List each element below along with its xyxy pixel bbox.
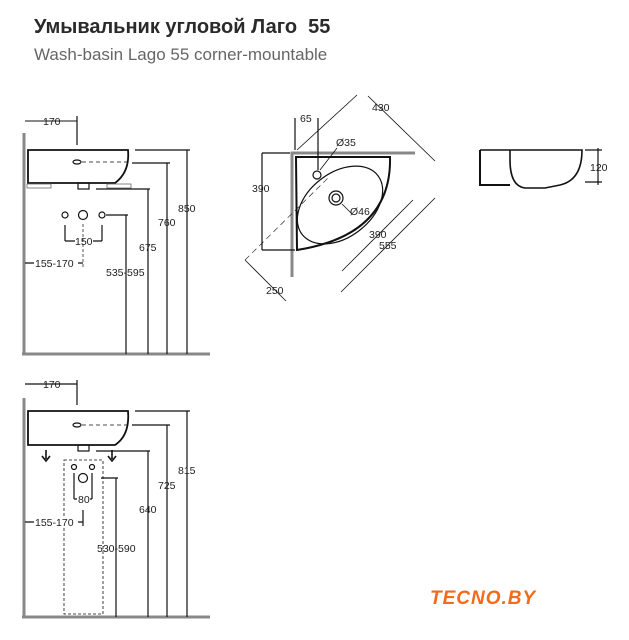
- basin-profile: [27, 410, 130, 446]
- drain-pipe-icon: [77, 209, 89, 221]
- overflow-hole: [72, 159, 82, 165]
- dim-430: 430: [372, 102, 390, 114]
- plan-view: 65 Ø35 Ø46 390 430 390 555 250: [244, 94, 436, 302]
- dim-390-depth: 390: [252, 183, 270, 195]
- drain: [328, 190, 344, 206]
- dim-120: 120: [590, 162, 608, 174]
- side-view-bottom: 170 815 725 640 530-590 80 155-170: [22, 379, 210, 619]
- dim-535-595: 535-595: [106, 267, 145, 279]
- water-inlet-icon: [70, 463, 78, 471]
- dim-850: 850: [178, 203, 196, 215]
- dim-555: 555: [379, 240, 397, 252]
- dim-675: 675: [139, 242, 157, 254]
- dim-170: 170: [43, 116, 61, 128]
- dim-170: 170: [43, 379, 61, 391]
- corner-walls: [290, 151, 415, 277]
- dim-760: 760: [158, 217, 176, 229]
- dim-250: 250: [266, 285, 284, 297]
- bracket: [26, 183, 52, 189]
- basin-outline: [294, 156, 392, 252]
- basin-front: [480, 149, 583, 189]
- logo: TECNO.BY: [430, 588, 537, 609]
- dim-155-170: 155-170: [35, 517, 74, 529]
- page-title: Умывальник угловой Лаго 55: [34, 16, 331, 38]
- page-subtitle: Wash-basin Lago 55 corner-mountable: [34, 45, 328, 64]
- dim-725: 725: [158, 480, 176, 492]
- side-view-top: 170 850 760 675 535-595 150 155-170: [22, 116, 210, 356]
- dim-d35: Ø35: [336, 137, 356, 149]
- dim-390-diag: 390: [369, 229, 387, 241]
- pedestal-outline: [63, 459, 104, 615]
- water-inlet-icon: [61, 211, 69, 219]
- dim-150: 150: [75, 236, 93, 248]
- dim-530-590: 530-590: [97, 543, 136, 555]
- arrow-down-icon: [41, 450, 51, 463]
- dim-815: 815: [178, 465, 196, 477]
- water-inlet-icon: [88, 463, 96, 471]
- bracket: [106, 183, 132, 189]
- dim-65: 65: [300, 113, 312, 125]
- dim-d46: Ø46: [350, 206, 370, 218]
- bowl: [296, 165, 384, 245]
- dim-640: 640: [139, 504, 157, 516]
- dim-80: 80: [78, 494, 90, 506]
- front-view: 120: [479, 148, 608, 189]
- arrow-down-icon: [107, 450, 117, 463]
- drain-pipe-icon: [77, 472, 89, 484]
- dim-155-170: 155-170: [35, 258, 74, 270]
- water-inlet-icon: [98, 211, 106, 219]
- basin-profile: [27, 149, 130, 184]
- drain-outlet: [77, 182, 90, 190]
- tap-hole: [312, 170, 322, 180]
